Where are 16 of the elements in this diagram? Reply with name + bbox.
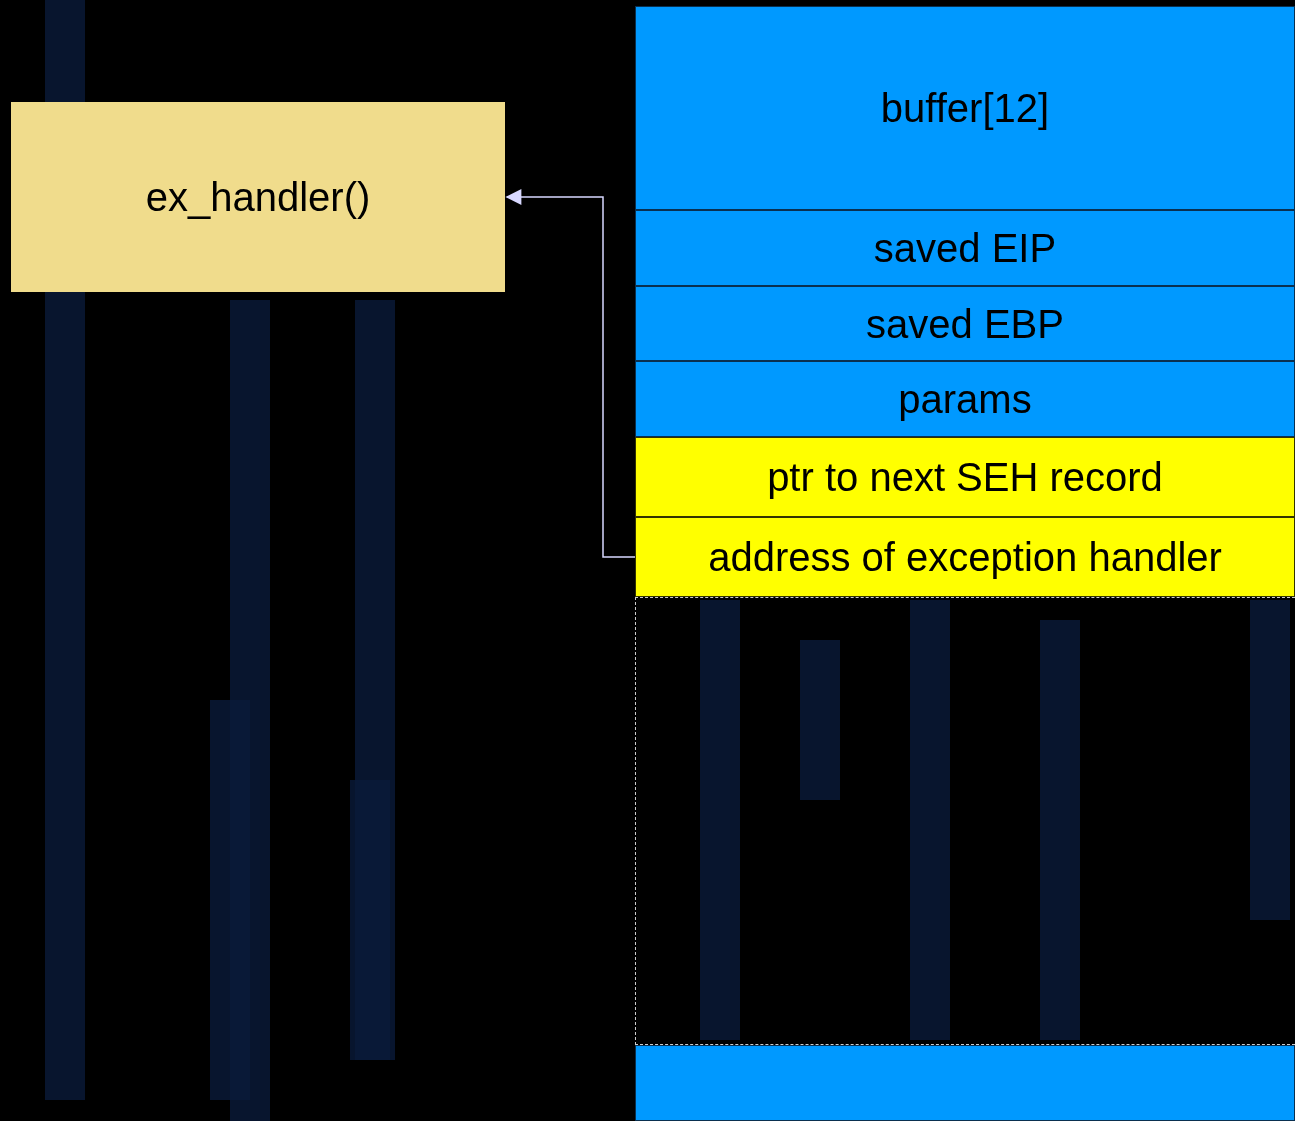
cell-label: params: [898, 376, 1032, 422]
stack-frame-cell: [635, 361, 1295, 437]
stack-frame-cell: [635, 210, 1295, 286]
stack-frame-cell: [635, 6, 1295, 210]
seh-record-cell: [635, 517, 1295, 597]
stack-frame-cell: [635, 286, 1295, 361]
cell-label: ptr to next SEH record: [767, 454, 1163, 500]
cell-label: address of exception handler: [708, 534, 1222, 580]
cell-label: saved EIP: [873, 225, 1057, 271]
cell-label: saved EBP: [866, 300, 1064, 347]
seh-record-cell: [635, 437, 1295, 517]
function-box: [11, 102, 505, 292]
arrow: [505, 189, 636, 558]
cell-label: ex_handler(): [145, 174, 371, 220]
stack-frame-cell: [635, 1045, 1295, 1121]
cell-label: buffer[12]: [880, 85, 1050, 131]
